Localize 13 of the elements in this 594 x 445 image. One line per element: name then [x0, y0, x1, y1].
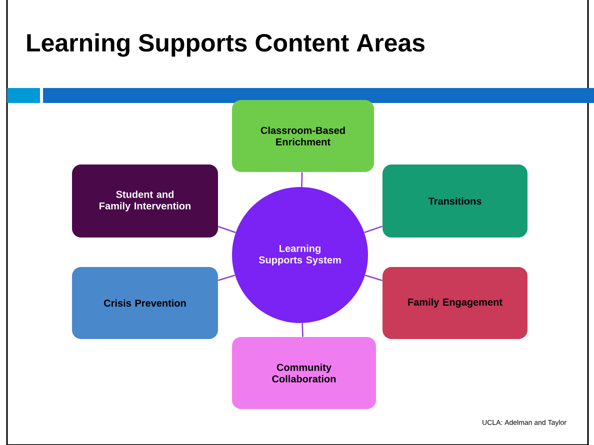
connector-line — [218, 274, 236, 281]
connector-line — [218, 226, 236, 234]
topic-box: Crisis Prevention — [72, 267, 218, 339]
topic-box: Family Engagement — [382, 267, 528, 339]
connector-line — [364, 226, 383, 234]
connector-line — [364, 274, 382, 282]
topic-box: Student and Family Intervention — [72, 164, 218, 238]
connector-line — [302, 323, 304, 337]
topic-box: Transitions — [382, 164, 528, 238]
title: Learning Supports Content Areas — [27, 33, 425, 57]
topic-box: Classroom-Based Enrichment — [232, 100, 374, 172]
connector-line — [301, 172, 303, 187]
topic-box: Community Collaboration — [232, 337, 376, 409]
